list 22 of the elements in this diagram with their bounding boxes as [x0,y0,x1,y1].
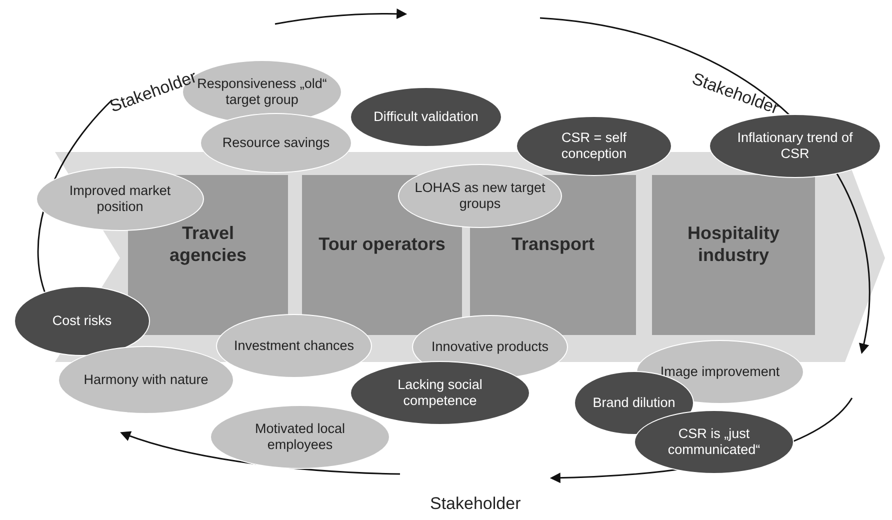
ellipse-text: Resource savings [222,134,330,152]
ellipse-text: Inflationary trend of CSR [736,130,854,162]
ellipse-text: Investment chances [234,338,354,354]
ellipse-text: CSR = self conception [560,130,628,162]
ellipse-text: Lacking social competence [396,376,484,410]
stage-title: Transport [511,234,594,256]
ellipse-text: Brand dilution [592,394,676,412]
stakeholder-label: Stakeholder [430,494,521,514]
ellipse-text: Improved market position [68,182,172,216]
stage-title: Tour operators [318,234,446,256]
ellipse-text: Harmony with nature [84,372,208,388]
ellipse-text: Difficult validation [374,108,478,126]
ellipse-text: Innovative products [431,338,549,356]
ellipse-text: Cost risks [52,312,112,330]
ellipse-text: Motivated local employees [254,420,346,454]
ellipse-text: LOHAS as new target groups [414,180,546,212]
process-block [652,175,815,335]
ellipse-text: Image improvement [660,364,780,380]
ellipse-text: CSR is „just communicated“ [666,426,762,458]
stage-title: Travel agencies [168,223,248,267]
ellipse-text: Responsiveness „old“ target group [197,76,327,108]
stage-title: Hospitality industry [686,223,780,267]
